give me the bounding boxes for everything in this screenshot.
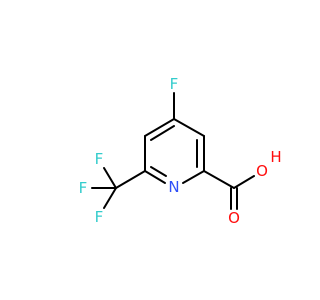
bond-c6-ccf3	[115, 170, 146, 189]
bonds	[91, 92, 255, 210]
molecule-diagram: F N O H O F F F	[79, 75, 282, 227]
atom-fluorine-ring: F	[170, 75, 179, 93]
bond-ccf3-ftop	[103, 167, 117, 189]
atom-fluorine-cf3-bottom: F	[95, 208, 104, 226]
atom-fluorine-cf3-left: F	[79, 179, 88, 197]
bond-c5-c4-inner	[150, 125, 175, 141]
atom-nitrogen: N	[168, 178, 179, 196]
bond-c5-c4	[144, 118, 175, 137]
bond-ccooh-oh	[233, 175, 255, 189]
atom-labels: F N O H O F F F	[79, 75, 282, 227]
bond-n-c6-inner	[150, 166, 167, 177]
atom-fluorine-cf3-top: F	[95, 150, 104, 168]
bond-c2-ccooh	[203, 170, 235, 189]
bond-c4-c3	[173, 118, 205, 137]
atom-oxygen-hydroxyl: O	[256, 162, 268, 180]
atom-hydrogen-hydroxyl: H	[270, 148, 281, 166]
atom-oxygen-carbonyl: O	[228, 209, 240, 227]
bond-ccf3-fbottom	[103, 187, 117, 209]
bond-c2-n	[182, 170, 205, 184]
bond-n-c6	[144, 170, 166, 184]
